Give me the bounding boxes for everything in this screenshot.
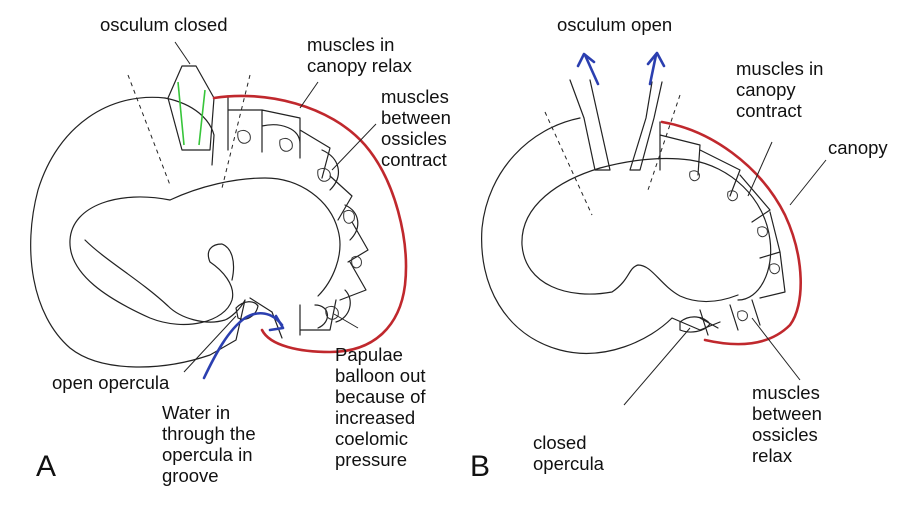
panel-b-leader-closed-opercula xyxy=(624,328,690,405)
label-canopy: canopy xyxy=(828,137,888,158)
panel-a-left-contour xyxy=(165,98,214,165)
panel-a-canopy xyxy=(214,96,406,352)
panel-b-letter: B xyxy=(470,450,490,484)
label-closed-opercula: closed opercula xyxy=(533,432,604,474)
panel-a-outer-body xyxy=(31,97,245,367)
panel-a-leader-between xyxy=(332,124,376,170)
label-water-in: Water in through the opercula in groove xyxy=(162,402,256,486)
panel-a-water-arrow xyxy=(204,313,282,378)
panel-a-inner-cavity xyxy=(70,197,234,325)
panel-b-inner-cavity xyxy=(522,168,738,302)
panel-a-osculum-muscle-left xyxy=(178,82,184,145)
panel-a-leader-osculum xyxy=(175,42,190,64)
panel-a-leader-canopy-relax xyxy=(300,82,318,108)
label-open-opercula: open opercula xyxy=(52,372,169,393)
panel-b-dash-left xyxy=(545,112,592,215)
panel-b-leader-canopy xyxy=(790,160,826,205)
label-papulae: Papulae balloon out because of increased… xyxy=(335,344,426,470)
panel-b-osculum-right xyxy=(630,82,662,170)
label-osculum-open: osculum open xyxy=(557,14,672,35)
panel-a-chambers xyxy=(214,96,368,338)
label-muscles-canopy-relax: muscles in canopy relax xyxy=(307,34,412,76)
panel-a-inner-top xyxy=(170,178,340,296)
panel-a-letter: A xyxy=(36,450,56,484)
panel-a-drawing xyxy=(31,42,406,378)
panel-b-osculum-left xyxy=(570,80,610,170)
panel-b-outer-body xyxy=(482,118,720,353)
label-muscles-canopy-contract: muscles in canopy contract xyxy=(736,58,823,121)
label-muscles-between-relax: muscles between ossicles relax xyxy=(752,382,822,466)
panel-a-dash-right xyxy=(222,75,250,188)
panel-b-leader-between-relax xyxy=(752,318,800,380)
label-osculum-closed: osculum closed xyxy=(100,14,228,35)
label-muscles-between-contract: muscles between ossicles contract xyxy=(381,86,451,170)
panel-b-ossicles xyxy=(690,171,780,321)
panel-b-dash-right xyxy=(648,95,680,190)
panel-a-dash-left xyxy=(128,75,170,185)
